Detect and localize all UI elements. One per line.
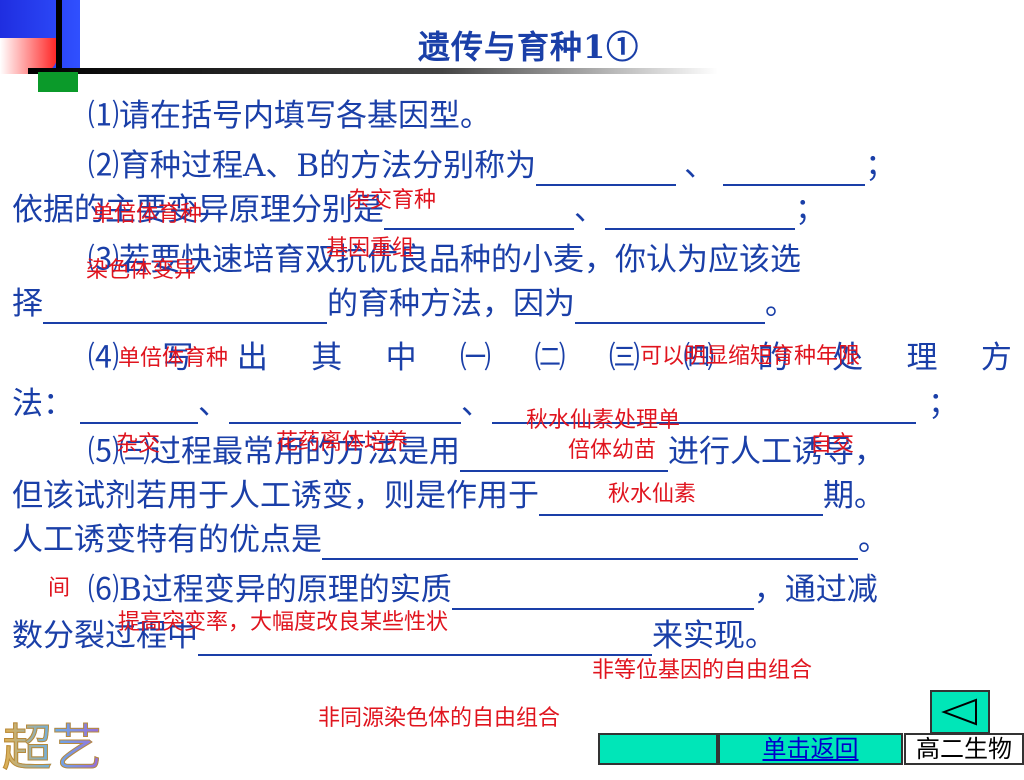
answer-feitongyuan: 非同源染色体的自由组合: [318, 706, 561, 731]
question-4-sep2: 、: [461, 386, 492, 422]
question-6-end: 来实现。: [652, 618, 776, 654]
question-2-line-2: 依据的主要变异原理分别是 、 ；: [12, 190, 826, 230]
question-5-text-d: 期。: [823, 478, 885, 514]
q4-char: ㈡: [534, 340, 566, 376]
blank-6b: [198, 624, 652, 656]
question-4-end: ；: [928, 386, 959, 422]
q4-char: ㈠: [460, 340, 492, 376]
answer-qiushui: 秋水仙素: [608, 482, 697, 507]
question-6-line-1: ⑹B过程变异的原理的实质 ，通过减: [88, 570, 878, 610]
q4-char: ㈣: [683, 340, 715, 376]
question-4-text-a: 法：: [12, 386, 74, 422]
answer-qiushui-danbei: 秋水仙素处理单: [526, 408, 681, 433]
answer-zajiao: 杂交: [116, 432, 161, 457]
q4-char: 写: [162, 340, 194, 376]
answer-ranseti-bianyi: 染色体变异: [86, 258, 197, 283]
q4-char: 出: [236, 340, 268, 376]
question-3-end: 。: [765, 286, 796, 322]
question-2-line-1: ⑵育种过程A、B的方法分别称为 、 ；: [88, 146, 896, 186]
blank-2a: [536, 154, 677, 186]
question-6-line-2: 数分裂过程中 来实现。: [12, 616, 776, 656]
answer-zajiao-yuzhong: 杂交育种: [348, 188, 437, 213]
answer-huayao-peiyang: 花药离体培养: [276, 430, 409, 455]
title-underline: [28, 68, 718, 74]
question-3-text-b: 的育种方法，因为: [327, 286, 575, 322]
question-2-sep: 、: [684, 148, 716, 184]
q4-char: ⑷: [88, 340, 119, 376]
question-5-text-e: 人工诱变特有的优点是: [12, 522, 322, 558]
question-5-text-b: 进行人工诱导，: [668, 434, 885, 470]
blank-5a: [460, 440, 668, 472]
question-5-text-c: 但该试剂若用于人工诱变，则是作用于: [12, 478, 539, 514]
question-1: ⑴请在括号内填写各基因型。: [88, 98, 491, 134]
question-4-line-2: 法： 、 、 ；: [12, 384, 959, 424]
answer-beiti-youmiao: 倍体幼苗: [568, 438, 657, 463]
question-5-line-2: 但该试剂若用于人工诱变，则是作用于 期。: [12, 476, 885, 516]
blank-4b: [229, 392, 461, 424]
triangle-left-icon: [941, 698, 977, 726]
blank-3a: [43, 292, 327, 324]
answer-suoduan-nianxian: 可以明显缩短育种年限: [640, 344, 861, 369]
previous-slide-button[interactable]: [930, 690, 990, 734]
blank-6a: [451, 578, 754, 610]
question-2-end2: ；: [795, 192, 826, 228]
question-6-text-b: ，通过减: [753, 572, 878, 608]
question-3-line-2: 择 的育种方法，因为 。: [12, 284, 796, 324]
q4-char: 处: [832, 340, 864, 376]
question-5-line-3: 人工诱变特有的优点是 。: [12, 520, 889, 560]
question-2-sep2: 、: [574, 192, 605, 228]
page-title: 遗传与育种1①: [418, 28, 640, 66]
question-5-end: 。: [858, 522, 889, 558]
answer-feidengwei: 非等位基因的自由组合: [592, 658, 813, 683]
q4-char: 其: [311, 340, 343, 376]
answer-jian: 间: [48, 576, 71, 601]
answer-zijiao: 自交: [810, 432, 855, 457]
subject-label: 高二生物: [904, 733, 1024, 765]
answer-tigao-tubianlv: 提高突变率，大幅度改良某些性状: [118, 610, 449, 635]
blank-5c: [322, 528, 858, 560]
blank-3b: [575, 292, 765, 324]
question-4-sep1: 、: [198, 386, 229, 422]
q4-char: 方: [980, 340, 1012, 376]
question-6-text-c: 数分裂过程中: [12, 618, 198, 654]
question-6-text-a: ⑹B过程变异的原理的实质: [88, 572, 452, 608]
q4-char: 理: [906, 340, 938, 376]
question-4-line-1: ⑷ 写 出 其 中 ㈠ ㈡ ㈢ ㈣ 的 处 理 方: [88, 338, 1012, 378]
question-5-text-a: ⑸㈢过程最常用的方法是用: [88, 434, 460, 470]
answer-jiyin-chongzu: 基因重组: [326, 236, 415, 261]
q4-char: 中: [385, 340, 417, 376]
question-2-text-b: 依据的主要变异原理分别是: [12, 192, 384, 228]
blank-2b: [723, 154, 866, 186]
corner-green-block: [38, 72, 78, 92]
corner-vertical-line: [56, 0, 62, 92]
blank-4a: [80, 392, 198, 424]
answer-danbeiti-yuzhong-1: 单倍体育种: [92, 202, 203, 227]
blank-2d: [605, 198, 795, 230]
question-2-end: ；: [865, 148, 897, 184]
question-3-line-1: ⑶若要快速培育双抗优良品种的小麦，你认为应该选: [88, 242, 801, 278]
answer-danbeiti-yuzhong-2: 单倍体育种: [118, 346, 229, 371]
question-2-text-a: ⑵育种过程A、B的方法分别称为: [88, 148, 537, 184]
chaoyi-logo: 超艺: [2, 708, 103, 780]
blank-5b: [539, 484, 823, 516]
question-3-text-a: 择: [12, 286, 43, 322]
back-button[interactable]: 单击返回: [718, 733, 903, 765]
blank-2c: [384, 198, 574, 230]
question-5-line-1: ⑸㈢过程最常用的方法是用 进行人工诱导，: [88, 432, 885, 472]
q4-char: ㈢: [608, 340, 640, 376]
q4-char: 的: [757, 340, 789, 376]
blank-4c: [492, 392, 916, 424]
nav-bar-left-segment: [598, 733, 718, 765]
